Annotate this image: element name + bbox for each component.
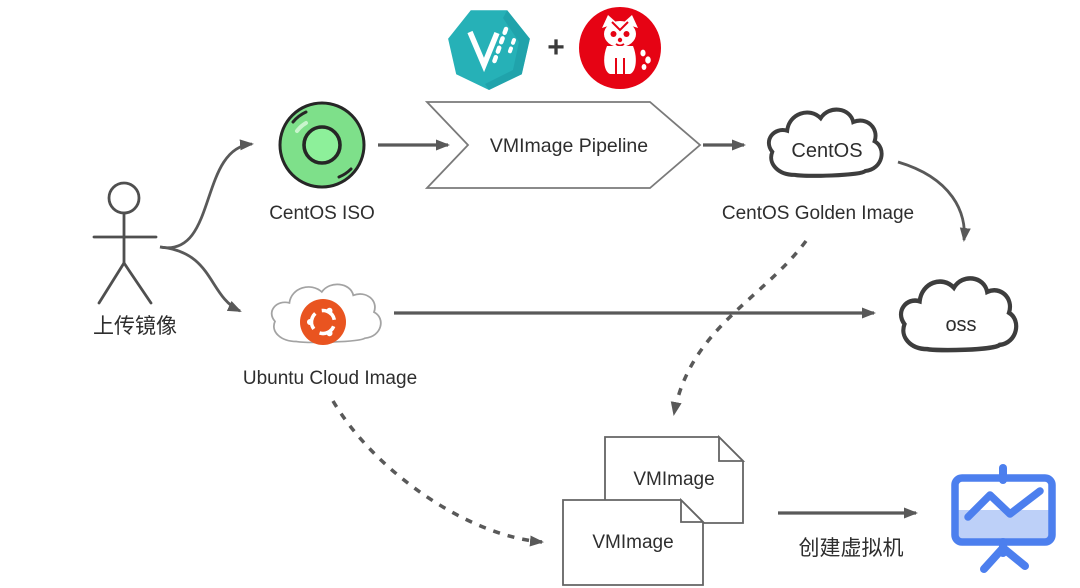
ubuntu-logo-icon: [300, 299, 346, 345]
arrow-uploader-to-ubuntu: [159, 245, 242, 313]
plus-sign: +: [547, 31, 565, 64]
oss-cloud-icon: [898, 276, 1019, 353]
oss-cloud-name: oss: [945, 314, 977, 336]
pipeline-label: VMImage Pipeline: [489, 135, 649, 157]
dashed-arrow-golden-image-to-vmimage: [670, 239, 808, 416]
centos-iso-label: CentOS ISO: [269, 203, 375, 224]
create-vm-label: 创建虚拟机: [798, 537, 904, 560]
vmimage-document-front-icon: [562, 497, 706, 586]
arrow-uploader-to-iso: [159, 139, 254, 250]
connectors: [159, 139, 971, 547]
kubevirt-logo-icon: [448, 10, 530, 91]
uploader-label: 上传镜像: [93, 315, 177, 338]
presentation-board-icon: [951, 464, 1056, 573]
ubuntu-cloud-icon: [270, 283, 382, 345]
centos-cloud-name: CentOS: [791, 140, 863, 162]
dashed-arrow-ubuntu-to-vmimage: [331, 400, 544, 547]
vmimage-front-label: VMImage: [592, 531, 674, 553]
pipeline-banner-shape: [424, 101, 702, 189]
centos-golden-image-label: CentOS Golden Image: [721, 203, 915, 224]
red-panda-logo-icon: [579, 7, 661, 89]
vmimage-back-label: VMImage: [633, 469, 715, 490]
ubuntu-cloud-label: Ubuntu Cloud Image: [242, 368, 418, 389]
centos-cloud-icon: [766, 107, 884, 178]
person-icon: [92, 181, 158, 305]
vmimage-documents: [562, 434, 746, 586]
centos-iso-disc-icon: [278, 101, 366, 189]
arrow-centos-cloud-to-oss: [897, 160, 971, 242]
